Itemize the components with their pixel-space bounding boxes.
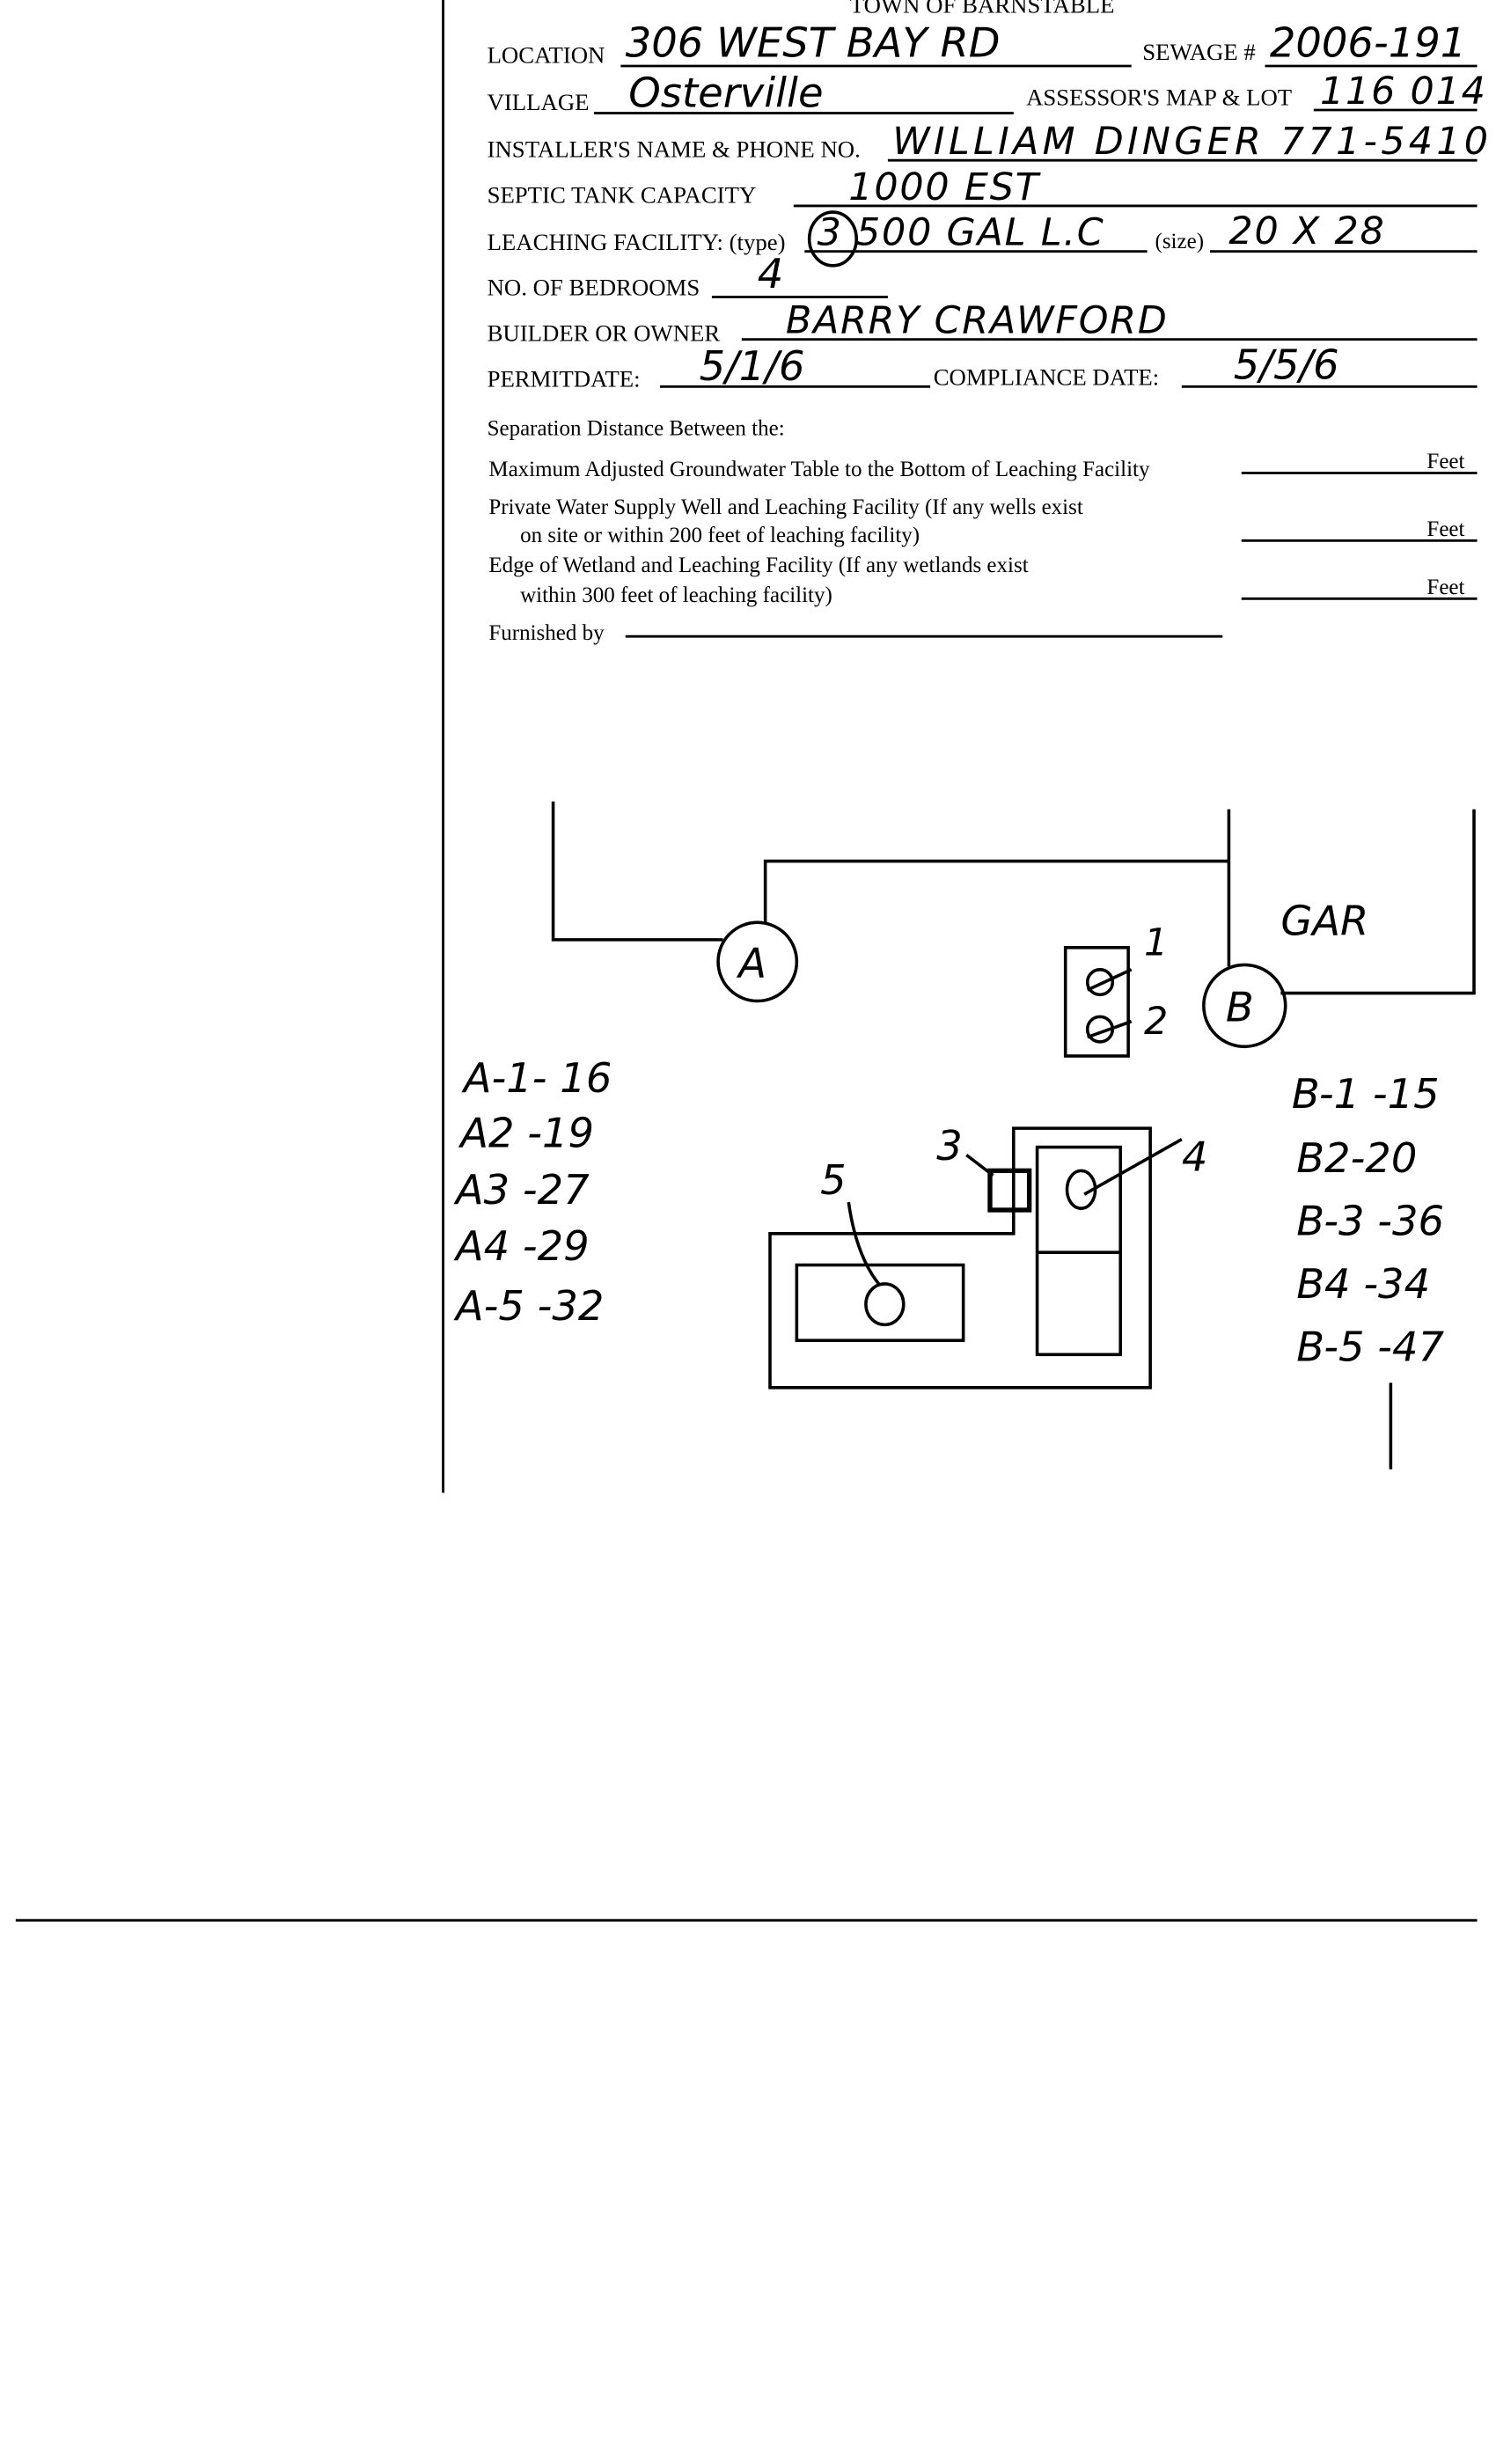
test-hole-a: [716, 920, 799, 1003]
label-2: 2: [1144, 1000, 1170, 1044]
village-value: Osterville: [628, 69, 823, 116]
builder-value: BARRY CRAWFORD: [786, 299, 1169, 343]
builder-label: BUILDER OR OWNER: [488, 320, 721, 347]
test-hole-b: [1202, 963, 1287, 1049]
compliance-date-label: COMPLIANCE DATE:: [934, 364, 1160, 391]
pointer-3: [965, 1154, 994, 1177]
site-sketch: A B GAR 1 2 5 4 3 A-1- 16 A2 -19 A3 -27 …: [453, 801, 1476, 1470]
map-lot-label: ASSESSOR'S MAP & LOT: [1026, 84, 1292, 111]
a-reading: A2 -19: [458, 1110, 594, 1157]
pointer-4: [1083, 1138, 1183, 1196]
installer-label: INSTALLER'S NAME & PHONE NO.: [488, 136, 861, 163]
septic-tank: [1063, 946, 1130, 1058]
b-reading: B-5 -47: [1296, 1323, 1444, 1370]
feet-label-3: Feet: [1426, 576, 1464, 599]
b-reading: B2-20: [1296, 1134, 1417, 1182]
label-1: 1: [1144, 921, 1170, 965]
label-a: A: [736, 940, 766, 987]
feet-label-1: Feet: [1426, 450, 1464, 473]
separation-heading: Separation Distance Between the:: [488, 417, 785, 441]
garage-wall: [1280, 809, 1476, 995]
separation-row-1: Maximum Adjusted Groundwater Table to th…: [488, 458, 1150, 481]
label-4: 4: [1182, 1133, 1208, 1180]
b-reading: B-3 -36: [1296, 1198, 1444, 1245]
leaching-pit-5: [795, 1263, 965, 1342]
pointer-1: [1086, 968, 1133, 992]
a-reading: A-1- 16: [461, 1054, 612, 1102]
bedrooms-value: 4: [758, 250, 784, 297]
separation-row-3: Edge of Wetland and Leaching Facility (I…: [488, 554, 1028, 577]
sewage-label: SEWAGE #: [1142, 39, 1256, 65]
septic-value: 1000 EST: [848, 165, 1040, 209]
b-reading: B4 -34: [1296, 1260, 1430, 1308]
leaching-area: [768, 1126, 1152, 1390]
b-reading: B-1 -15: [1292, 1070, 1440, 1118]
separation-row-3b: within 300 feet of leaching facility): [520, 583, 832, 607]
distribution-box: [987, 1168, 1032, 1213]
pointer-2: [1087, 1020, 1133, 1039]
circled-number: [807, 210, 858, 268]
a-readings: A-1- 16 A2 -19 A3 -27 A4 -29 A-5 -32: [453, 1054, 612, 1330]
feet-label-2: Feet: [1426, 517, 1464, 541]
garage-label: GAR: [1280, 898, 1368, 945]
pointer-5: [847, 1201, 882, 1287]
label-3: 3: [936, 1122, 963, 1170]
septic-label: SEPTIC TANK CAPACITY: [488, 181, 757, 208]
leaching-label: LEACHING FACILITY: (type): [488, 229, 786, 255]
sewage-value: 2006-191: [1270, 18, 1466, 66]
location-value: 306 WEST BAY RD: [626, 18, 1001, 66]
separation-row-2: Private Water Supply Well and Leaching F…: [488, 495, 1082, 519]
house-wall-top: [763, 859, 1229, 924]
cover-5: [864, 1282, 906, 1327]
leaching-value: 3 500 GAL L.C: [818, 211, 1105, 255]
label-5: 5: [820, 1156, 847, 1204]
house-wall-left: [551, 801, 723, 942]
installer-value: WILLIAM DINGER 771-5410: [892, 120, 1490, 164]
map-lot-value: 116 014: [1320, 70, 1487, 114]
label-b: B: [1226, 984, 1254, 1031]
location-label: LOCATION: [488, 41, 605, 68]
furnished-by-label: Furnished by: [488, 621, 605, 645]
form-title: TOWN OF BARNSTABLE: [850, 0, 1115, 18]
leaching-size-label: (size): [1155, 230, 1205, 253]
leaching-size-value: 20 X 28: [1228, 209, 1385, 253]
compliance-date-value: 5/5/6: [1234, 341, 1339, 388]
b-readings: B-1 -15 B2-20 B-3 -36 B4 -34 B-5 -47: [1292, 1070, 1445, 1370]
bedrooms-label: NO. OF BEDROOMS: [488, 275, 700, 301]
separation-row-2b: on site or within 200 feet of leaching f…: [520, 524, 920, 547]
a-reading: A3 -27: [453, 1166, 590, 1214]
village-label: VILLAGE: [488, 89, 590, 115]
permit-date-value: 5/1/6: [700, 342, 805, 390]
a-reading: A4 -29: [453, 1222, 590, 1270]
a-reading: A-5 -32: [453, 1282, 605, 1330]
permit-date-label: PERMITDATE:: [488, 365, 641, 392]
tank-cover-1: [1085, 968, 1115, 997]
